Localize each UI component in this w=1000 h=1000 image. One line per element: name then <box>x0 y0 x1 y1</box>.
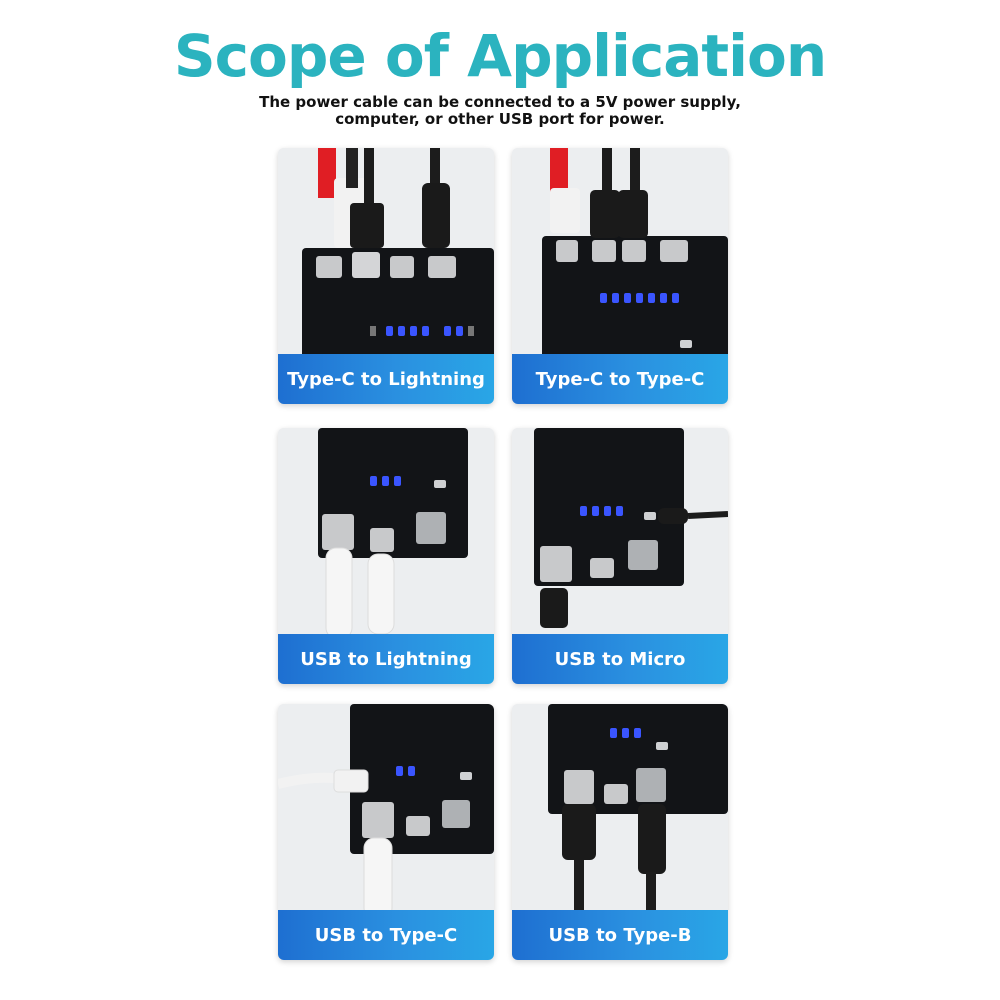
card-usb-to-typeb: USB to Type-B <box>512 704 728 960</box>
card-caption: Type-C to Type-C <box>512 354 728 404</box>
card-usb-to-lightning: USB to Lightning <box>278 428 494 684</box>
page-subtitle: The power cable can be connected to a 5V… <box>259 93 741 128</box>
card-usb-to-micro: USB to Micro <box>512 428 728 684</box>
card-caption: Type-C to Lightning <box>278 354 494 404</box>
card-caption: USB to Lightning <box>278 634 494 684</box>
product-photo <box>278 148 494 404</box>
card-typec-to-typec: Type-C to Type-C <box>512 148 728 404</box>
card-caption: USB to Type-B <box>512 910 728 960</box>
card-caption: USB to Type-C <box>278 910 494 960</box>
card-usb-to-typec: USB to Type-C <box>278 704 494 960</box>
card-typec-to-lightning: Type-C to Lightning <box>278 148 494 404</box>
page-title: Scope of Application <box>173 22 827 90</box>
product-photo <box>512 704 728 960</box>
card-caption: USB to Micro <box>512 634 728 684</box>
